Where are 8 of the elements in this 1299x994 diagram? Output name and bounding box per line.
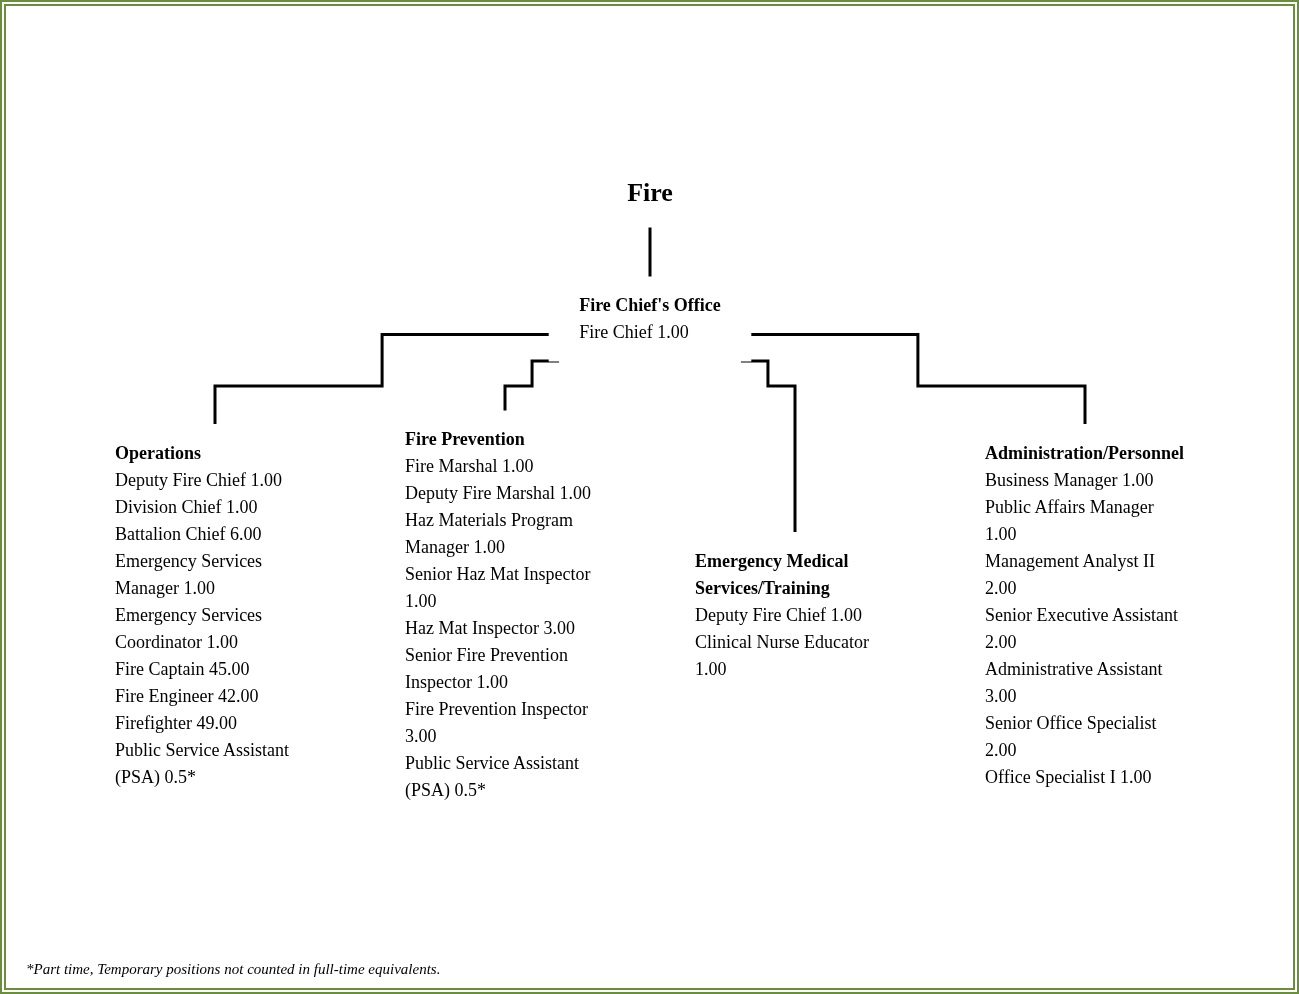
node-text: Emergency Medical Services/Training Deputy Fire Chief 1.00 Clinical Nurse Educator 1.00 <box>694 550 869 679</box>
connector <box>213 333 549 426</box>
node-text: Fire Prevention Fire Marshal 1.00 Deputy Fire Marshal 1.00 Haz Materials Program Manager 1.00 Senior Haz Mat Inspector 1.00 Haz Mat Inspector 3.00 Senior Fire Prevention Inspector 1.00 Fire Prevention Inspector 3.00 Public Service Assistant (PSA) 0.5* <box>404 429 591 800</box>
node-text: Operations Deputy Fire Chief 1.00 Division Chief 1.00 Battalion Chief 6.00 Emergency Services Manager 1.00 Emergency Services Coordinator 1.00 Fire Captain 45.00 Fire Engineer 42.00 Firefighter 49.00 Public Service Assistant (PSA) 0.5* <box>114 442 289 787</box>
node-text: Fire <box>626 178 673 207</box>
connector <box>750 333 1086 426</box>
footnote: *Part time, Temporary positions not counted in full-time equivalents. <box>26 961 442 978</box>
node-text: Administration/Personnel Business Manager 1.00 Public Affairs Manager 1.00 Management Analyst II 2.00 Senior Executive Assistant 2.00 Administrative Assistant 3.00 Senior Office Specialist 2.00 Office Specialist I 1.00 <box>984 442 1184 787</box>
